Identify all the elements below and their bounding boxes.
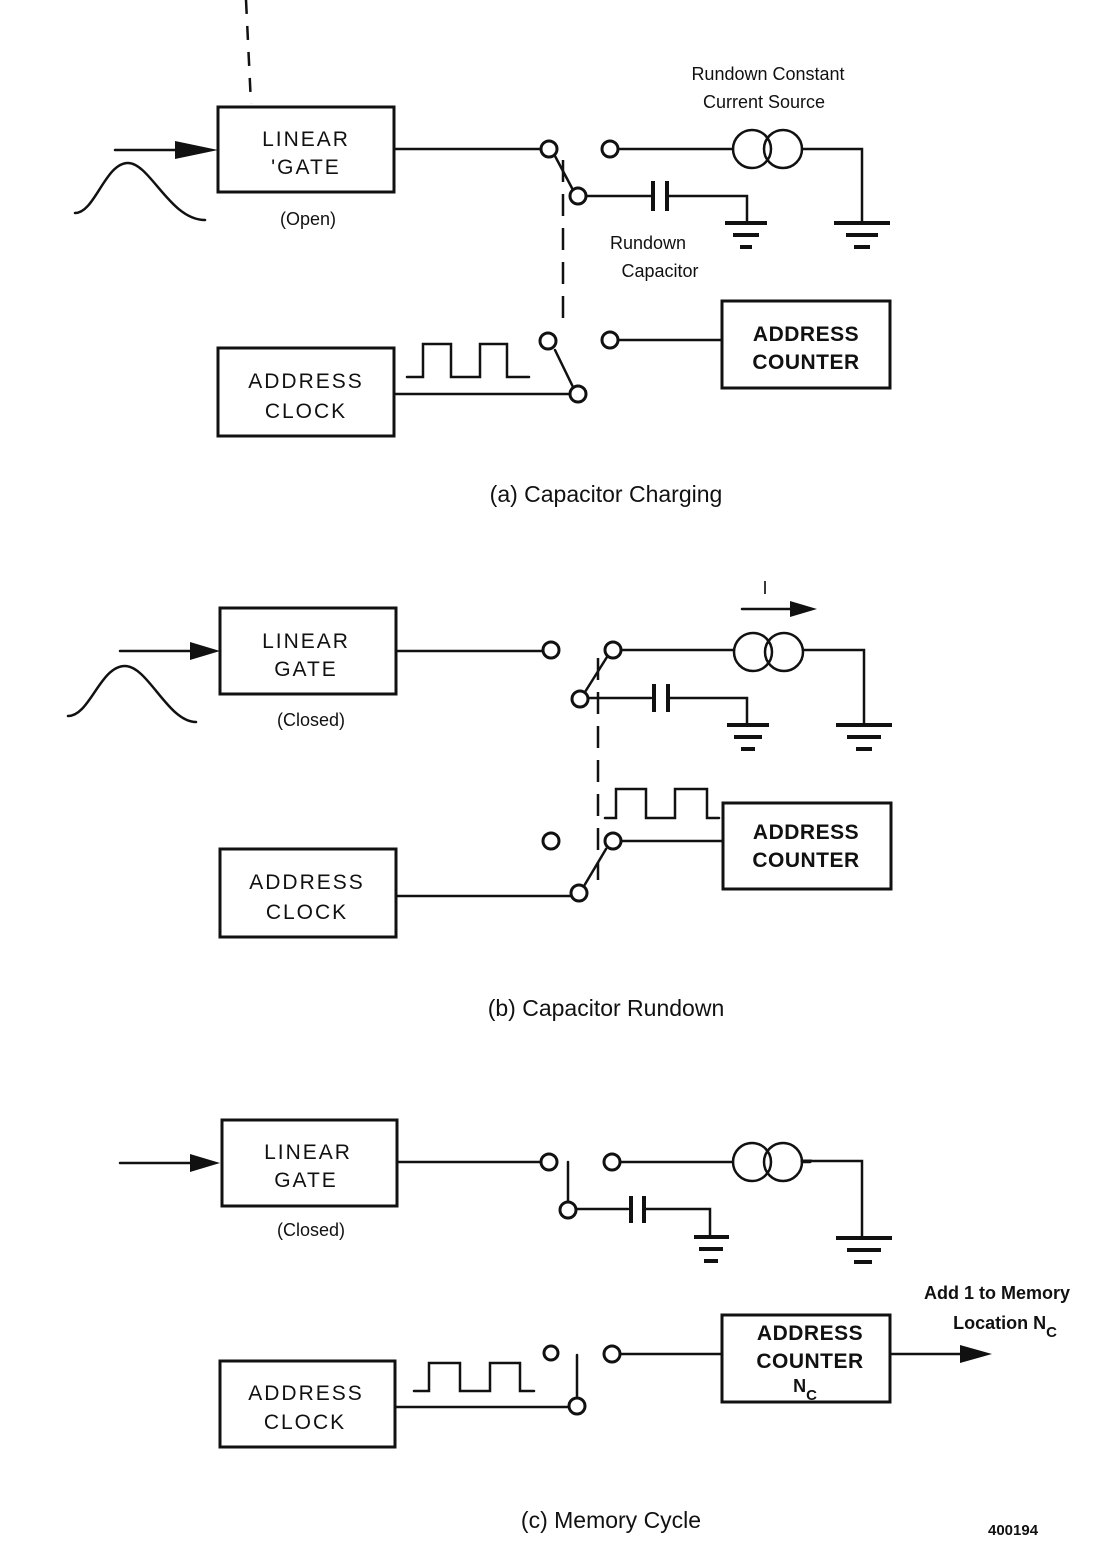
address-clock-label-1: ADDRESS xyxy=(248,370,364,393)
linear-gate-label-1: LINEAR xyxy=(264,1141,352,1164)
address-counter-label-1: ADDRESS xyxy=(753,821,859,844)
switch-pivot xyxy=(568,186,588,206)
switch-terminal xyxy=(603,831,623,851)
switch-terminal xyxy=(602,1152,622,1172)
switch-terminal xyxy=(539,139,559,159)
address-counter-label-2: COUNTER xyxy=(752,351,859,374)
input-arrow-icon xyxy=(190,642,220,660)
switch-terminal xyxy=(541,831,561,851)
switch-terminal xyxy=(602,1344,622,1364)
input-pulse-waveform xyxy=(73,161,207,222)
clock-pulse-waveform xyxy=(412,1361,536,1393)
switch-terminal xyxy=(541,640,561,660)
address-counter-block xyxy=(720,1313,892,1404)
capacitor-ground-wire xyxy=(644,1207,712,1238)
switch-terminal xyxy=(600,330,620,350)
current-source-icon xyxy=(731,128,773,170)
panel-b-caption: (b) Capacitor Rundown xyxy=(488,995,725,1021)
input-pulse-waveform xyxy=(66,664,198,724)
switch-pivot xyxy=(570,689,590,709)
address-counter-label-2: COUNTER xyxy=(756,1350,863,1373)
panel-a-caption: (a) Capacitor Charging xyxy=(490,481,723,507)
address-clock-label-2: CLOCK xyxy=(265,400,347,423)
linear-gate-state: (Open) xyxy=(280,209,336,229)
switch-blade xyxy=(553,348,575,389)
switch-terminal xyxy=(600,139,620,159)
switch-pivot xyxy=(568,384,588,404)
address-counter-label-1: ADDRESS xyxy=(757,1322,863,1345)
address-clock-block xyxy=(218,847,398,939)
linear-gate-label-1: LINEAR xyxy=(262,630,350,653)
panel-c-caption: (c) Memory Cycle xyxy=(521,1507,701,1533)
output-label-2: Location NC xyxy=(953,1313,1057,1341)
address-clock-label-2: CLOCK xyxy=(264,1411,346,1434)
current-source-icon xyxy=(763,631,805,673)
control-link-dotted xyxy=(244,0,253,105)
switch-pivot xyxy=(558,1200,578,1220)
linear-gate-state: (Closed) xyxy=(277,1220,345,1240)
linear-gate-label-1: LINEAR xyxy=(262,128,350,151)
address-clock-label-2: CLOCK xyxy=(266,901,348,924)
linear-gate-block xyxy=(220,1118,399,1208)
address-clock-label-1: ADDRESS xyxy=(249,871,365,894)
switch-terminal xyxy=(603,640,623,660)
switch-blade xyxy=(583,655,609,694)
switch-terminal xyxy=(542,1344,560,1362)
address-clock-block xyxy=(216,346,396,438)
current-source-icon xyxy=(762,1141,804,1183)
address-clock-block xyxy=(218,1359,397,1449)
panel-c: LINEAR GATE (Closed) ADDRESS CLOCK xyxy=(118,1118,1070,1533)
current-arrow-icon xyxy=(790,601,817,617)
input-arrow-icon xyxy=(190,1154,220,1172)
linear-gate-label-2: GATE xyxy=(274,658,338,681)
clock-pulse-waveform xyxy=(405,342,531,379)
source-ground-wire xyxy=(800,147,864,224)
address-counter-block xyxy=(721,801,893,891)
figure-id: 400194 xyxy=(988,1522,1039,1539)
current-source-label-1: Rundown Constant xyxy=(691,64,844,84)
address-counter-block xyxy=(720,299,892,390)
capacitor-label-2: Capacitor xyxy=(621,261,698,281)
output-arrow-icon xyxy=(960,1345,992,1363)
switch-pivot xyxy=(567,1396,587,1416)
current-source-icon xyxy=(762,128,804,170)
panel-a: LINEAR 'GATE (Open) Rundown Constant Cur… xyxy=(73,0,892,507)
linear-gate-state: (Closed) xyxy=(277,710,345,730)
clock-pulse-waveform xyxy=(603,787,721,820)
address-counter-label-3: NC xyxy=(793,1376,817,1404)
linear-gate-label-2: 'GATE xyxy=(271,156,341,179)
address-clock-label-1: ADDRESS xyxy=(248,1382,364,1405)
capacitor-label-1: Rundown xyxy=(610,233,686,253)
linear-gate-label-2: GATE xyxy=(274,1169,338,1192)
address-counter-label-2: COUNTER xyxy=(752,849,859,872)
switch-pivot xyxy=(569,883,589,903)
source-ground-wire xyxy=(800,1159,864,1239)
switch-blade xyxy=(582,847,608,888)
capacitor-ground-wire xyxy=(667,194,749,224)
current-source-label-2: Current Source xyxy=(703,92,825,112)
input-arrow-icon xyxy=(175,141,218,159)
address-counter-label-1: ADDRESS xyxy=(753,323,859,346)
current-source-icon xyxy=(731,1141,773,1183)
switch-terminal xyxy=(538,331,558,351)
current-label: I xyxy=(762,578,767,598)
source-ground-wire xyxy=(801,648,866,726)
output-label-1: Add 1 to Memory xyxy=(924,1283,1070,1303)
panel-b: LINEAR GATE (Closed) I ADDRESS CLOCK xyxy=(66,578,893,1021)
switch-terminal xyxy=(539,1152,559,1172)
current-source-icon xyxy=(732,631,774,673)
capacitor-ground-wire xyxy=(668,696,749,726)
linear-gate-block xyxy=(218,606,398,696)
